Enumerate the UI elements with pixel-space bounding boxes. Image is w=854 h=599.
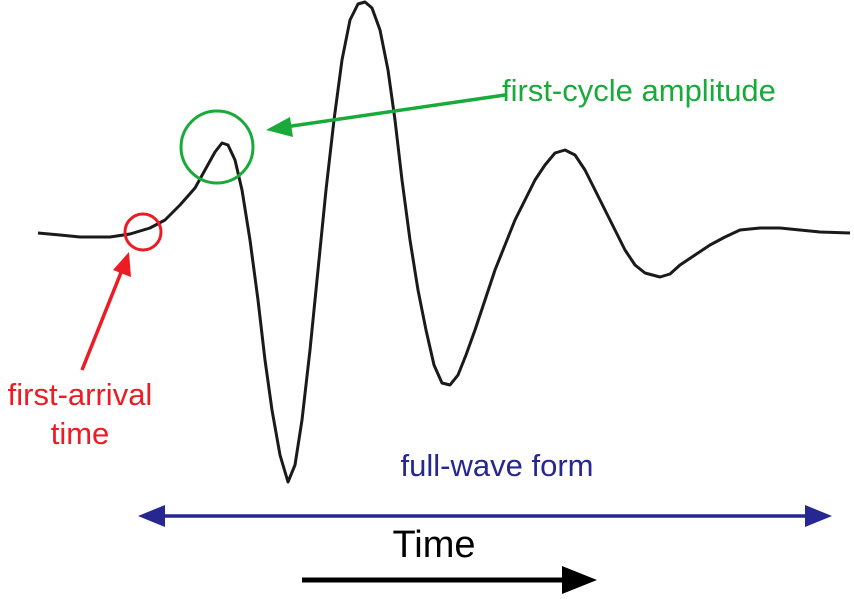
time-label: Time bbox=[392, 524, 475, 566]
first-arrival-label-line1: first-arrival bbox=[8, 377, 153, 412]
first-cycle-arrow bbox=[266, 93, 506, 137]
first-arrival-label-line2: time bbox=[51, 416, 110, 451]
full-wave-label: full-wave form bbox=[401, 448, 594, 483]
waveform-trace bbox=[37, 0, 851, 484]
full-wave-double-arrow bbox=[138, 505, 832, 527]
first-arrival-marker-circle bbox=[123, 212, 163, 252]
first-arrival-arrow bbox=[80, 252, 131, 371]
first-cycle-marker-circle bbox=[179, 109, 255, 185]
time-arrow bbox=[302, 566, 597, 594]
first-cycle-label: first-cycle amplitude bbox=[502, 73, 776, 108]
